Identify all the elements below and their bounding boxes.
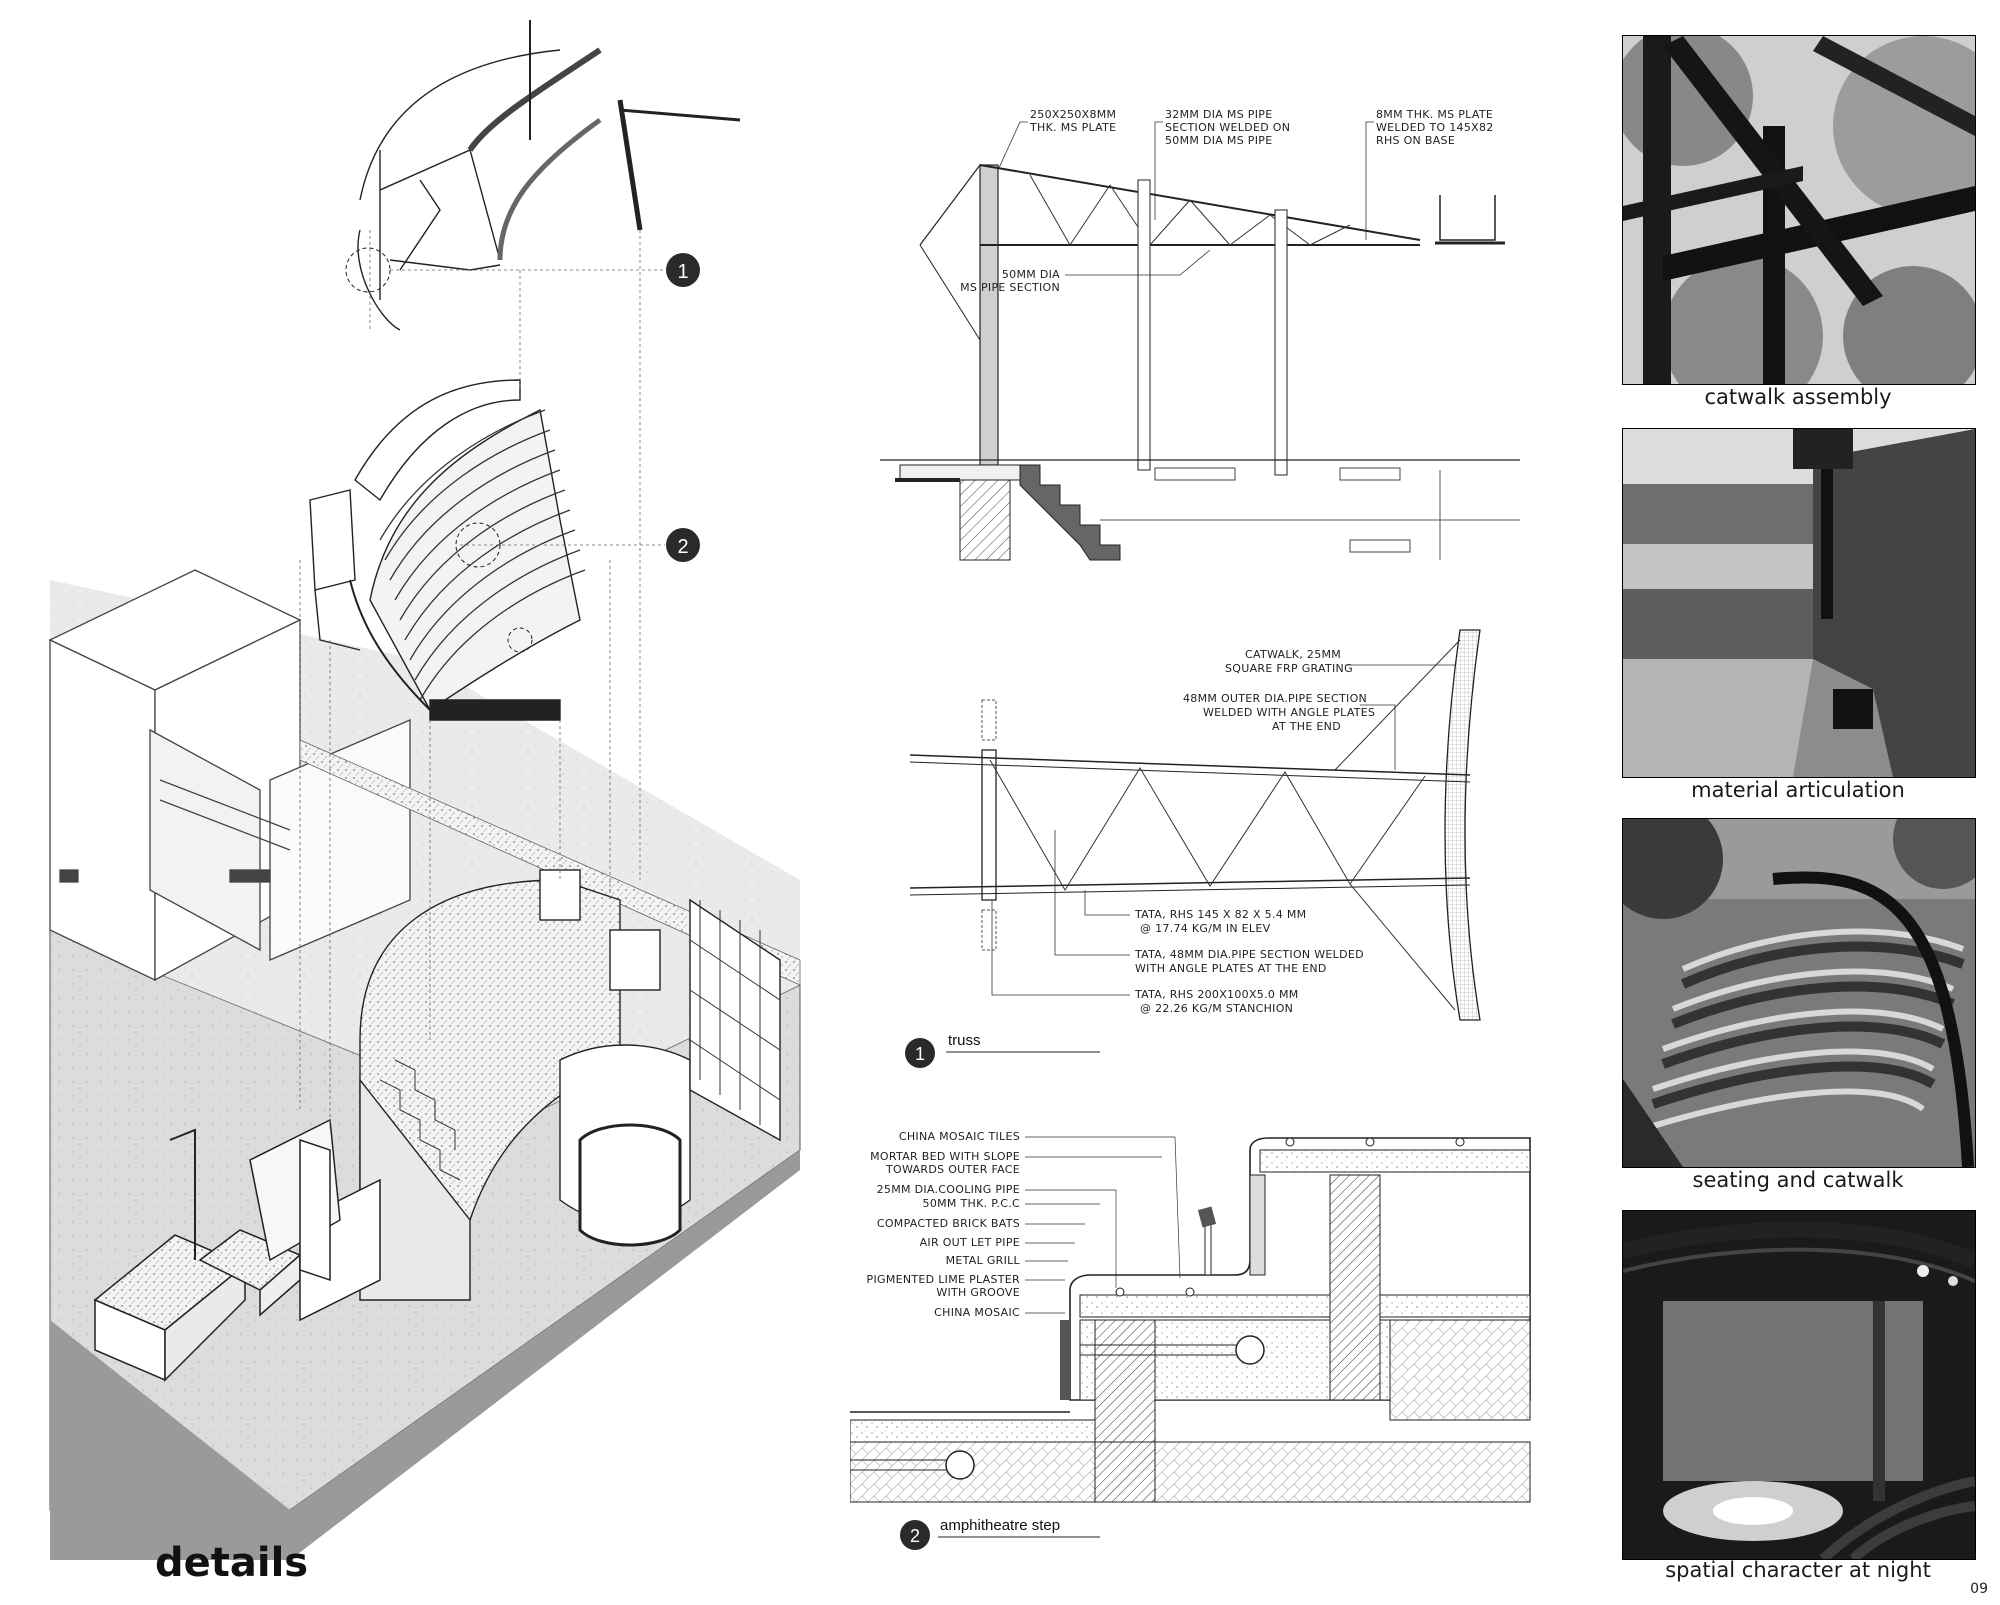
truss-label: truss [948,1032,981,1049]
callout-rhs145-1: TATA, RHS 145 X 82 X 5.4 MM [1134,908,1306,921]
photo-catwalk-assembly [1622,35,1976,385]
callout-pipe32-2: SECTION WELDED ON [1165,121,1290,134]
callout-rhs200-1: TATA, RHS 200X100X5.0 MM [1134,988,1299,1001]
callout-plate8-1: 8MM THK. MS PLATE [1376,108,1493,121]
callout-lime-plaster-2: WITH GROOVE [936,1286,1020,1299]
callout-catwalk-2: SQUARE FRP GRATING [1225,662,1353,675]
callout-cooling-pipe: 25MM DIA.COOLING PIPE [877,1183,1020,1196]
callout-outer-pipe-1: 48MM OUTER DIA.PIPE SECTION [1183,692,1367,705]
svg-text:1: 1 [677,261,688,283]
adjacent-building [48,569,411,982]
truss-marker: 1 [915,1044,925,1064]
page-number: 09 [1970,1581,1988,1597]
callout-rhs145-2: @ 17.74 KG/M IN ELEV [1140,922,1271,935]
caption-spatial-character-night: spatial character at night [1665,1558,1931,1582]
svg-text:2: 2 [677,536,688,558]
photo-seating-and-catwalk [1622,818,1976,1168]
callout-pipe48-2: WITH ANGLE PLATES AT THE END [1135,962,1327,975]
photo-spatial-character-night [1622,1210,1976,1560]
marker-2: 2 [666,528,700,562]
callout-air-outlet: AIR OUT LET PIPE [920,1236,1020,1249]
caption-seating-and-catwalk: seating and catwalk [1692,1168,1904,1192]
exploded-axonometric: 1 2 [48,20,801,1560]
callout-brick-bats: COMPACTED BRICK BATS [877,1217,1020,1230]
page-title: details [155,1540,309,1586]
truss-plan-drawing: CATWALK, 25MM SQUARE FRP GRATING 48MM OU… [905,629,1481,1068]
callout-plate-2: THK. MS PLATE [1029,121,1116,134]
callout-metal-grill: METAL GRILL [946,1254,1021,1267]
callout-outer-pipe-3: AT THE END [1272,720,1341,733]
step-callouts: CHINA MOSAIC TILES MORTAR BED WITH SLOPE… [867,1130,1181,1319]
callout-outer-pipe-2: WELDED WITH ANGLE PLATES [1203,706,1375,719]
callout-mortar-2: TOWARDS OUTER FACE [885,1163,1020,1176]
step-label: amphitheatre step [940,1517,1060,1534]
callout-pipe32-1: 32MM DIA MS PIPE [1165,108,1272,121]
truss-section-drawing: 250X250X8MM THK. MS PLATE 32MM DIA MS PI… [880,108,1520,561]
truss-ring-exploded [357,20,741,331]
callout-lime-plaster-1: PIGMENTED LIME PLASTER [867,1273,1021,1286]
callout-plate8-3: RHS ON BASE [1376,134,1455,147]
caption-catwalk-assembly: catwalk assembly [1704,385,1892,409]
photo-material-articulation [1622,428,1976,778]
foreground-rooms [93,1118,381,1382]
callout-catwalk-1: CATWALK, 25MM [1245,648,1341,661]
callout-pcc: 50MM THK. P.C.C [923,1197,1020,1210]
callout-china-mosaic-tiles: CHINA MOSAIC TILES [899,1130,1020,1143]
amphitheatre-step-drawing: CHINA MOSAIC TILES MORTAR BED WITH SLOPE… [850,1130,1531,1550]
callout-pipe50-2: MS PIPE SECTION [960,281,1060,294]
callout-mortar-1: MORTAR BED WITH SLOPE [870,1150,1020,1163]
step-marker: 2 [910,1526,920,1546]
callout-china-mosaic: CHINA MOSAIC [934,1306,1020,1319]
marker-1: 1 [666,253,700,287]
callout-pipe50-1: 50MM DIA [1002,268,1060,281]
amphitheatre-base [359,869,781,1301]
projection-lines [299,230,665,1130]
callout-pipe32-3: 50MM DIA MS PIPE [1165,134,1272,147]
seating-tier-exploded [309,379,586,721]
callout-rhs200-2: @ 22.26 KG/M STANCHION [1140,1002,1293,1015]
callout-plate-1: 250X250X8MM [1030,108,1116,121]
caption-material-articulation: material articulation [1691,778,1905,802]
callout-plate8-2: WELDED TO 145X82 [1376,121,1494,134]
callout-pipe48-1: TATA, 48MM DIA.PIPE SECTION WELDED [1134,948,1364,961]
